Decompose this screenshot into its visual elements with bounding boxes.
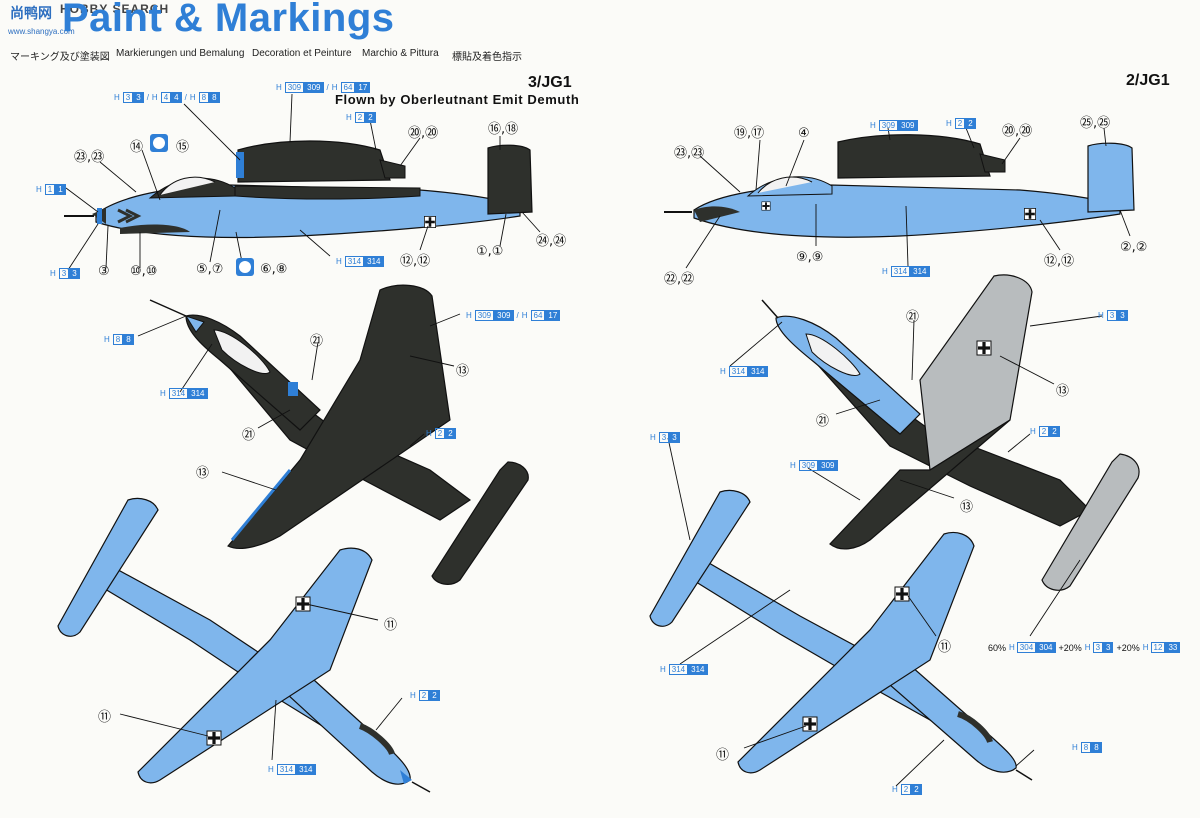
right-top-view xyxy=(761,274,1140,591)
callout-21-right-a: ㉑ xyxy=(906,310,920,325)
callout-5-7: ⑤,⑦ xyxy=(196,262,224,277)
subtitle-it: Marchio & Pittura xyxy=(362,48,439,59)
callout-3: ③ xyxy=(98,264,110,279)
subtitle-de: Markierungen und Bemalung xyxy=(116,48,245,59)
callout-4: ④ xyxy=(798,126,810,141)
callout-11-right-b: ⑪ xyxy=(716,748,730,763)
callout-9: ⑨,⑨ xyxy=(796,250,824,265)
page-title: Paint & Markings xyxy=(62,0,395,40)
callout-15: ⑮ xyxy=(176,140,190,155)
callout-24: ㉔,㉔ xyxy=(536,234,567,249)
watermark-cn: 尚鸭网 xyxy=(10,5,52,21)
callout-12-left: ⑫,⑫ xyxy=(400,254,431,269)
callout-10: ⑩,⑩ xyxy=(130,264,158,279)
roundel-6-icon xyxy=(236,258,254,276)
callout-21-right-b: ㉑ xyxy=(816,414,830,429)
callout-6-8: ⑥,⑧ xyxy=(260,262,288,277)
language-subtitles: マーキング及び塗装図 Markierungen und Bemalung Dec… xyxy=(10,48,522,63)
callout-23-left: ㉓,㉓ xyxy=(74,150,105,165)
callout-11-bottom-b: ⑪ xyxy=(98,710,112,725)
right-bottom-view xyxy=(649,489,1033,781)
callout-21-top-b: ㉑ xyxy=(242,428,256,443)
left-bottom-view xyxy=(57,497,431,793)
callout-20-left: ⑳,⑳ xyxy=(408,126,439,141)
watermark-url: www.shangya.com xyxy=(8,27,75,36)
callout-20-right: ⑳,⑳ xyxy=(1002,124,1033,139)
leader-lines xyxy=(65,93,1131,787)
callout-14: ⑭ xyxy=(130,140,144,155)
callout-19-17: ⑲,⑰ xyxy=(734,126,765,141)
subtitle-ja: マーキング及び塗装図 xyxy=(10,52,110,63)
callout-13-top-a: ⑬ xyxy=(456,364,470,379)
callout-12-right: ⑫,⑫ xyxy=(1044,254,1075,269)
left-pilot-label: Flown by Oberleutnant Emit Demuth xyxy=(335,92,580,107)
subtitle-fr: Decoration et Peinture xyxy=(252,48,352,59)
right-unit-label: 2/JG1 xyxy=(1126,72,1170,89)
callout-13-top-b: ⑬ xyxy=(196,466,210,481)
callout-22: ㉒,㉒ xyxy=(664,272,695,287)
callout-16-18: ⑯,⑱ xyxy=(488,122,519,137)
callout-23-right: ㉓,㉓ xyxy=(674,146,705,161)
callout-11-bottom-a: ⑪ xyxy=(384,618,398,633)
right-side-view xyxy=(664,134,1135,238)
left-side-view xyxy=(64,140,533,239)
left-top-view xyxy=(149,284,529,585)
watermark: HOBBY SEARCH xyxy=(60,2,170,16)
callout-13-right-b: ⑬ xyxy=(960,500,974,515)
roundel-15-icon xyxy=(150,134,168,152)
callout-13-right-a: ⑬ xyxy=(1056,384,1070,399)
callout-21-top-a: ㉑ xyxy=(310,334,324,349)
subtitle-cn: 標貼及着色指示 xyxy=(452,52,522,63)
callout-2: ②,② xyxy=(1120,240,1148,255)
callout-25: ㉕,㉕ xyxy=(1080,116,1111,131)
callout-11-right-a: ⑪ xyxy=(938,640,952,655)
left-unit-label: 3/JG1 xyxy=(528,74,572,91)
callout-1: ①,① xyxy=(476,244,504,259)
